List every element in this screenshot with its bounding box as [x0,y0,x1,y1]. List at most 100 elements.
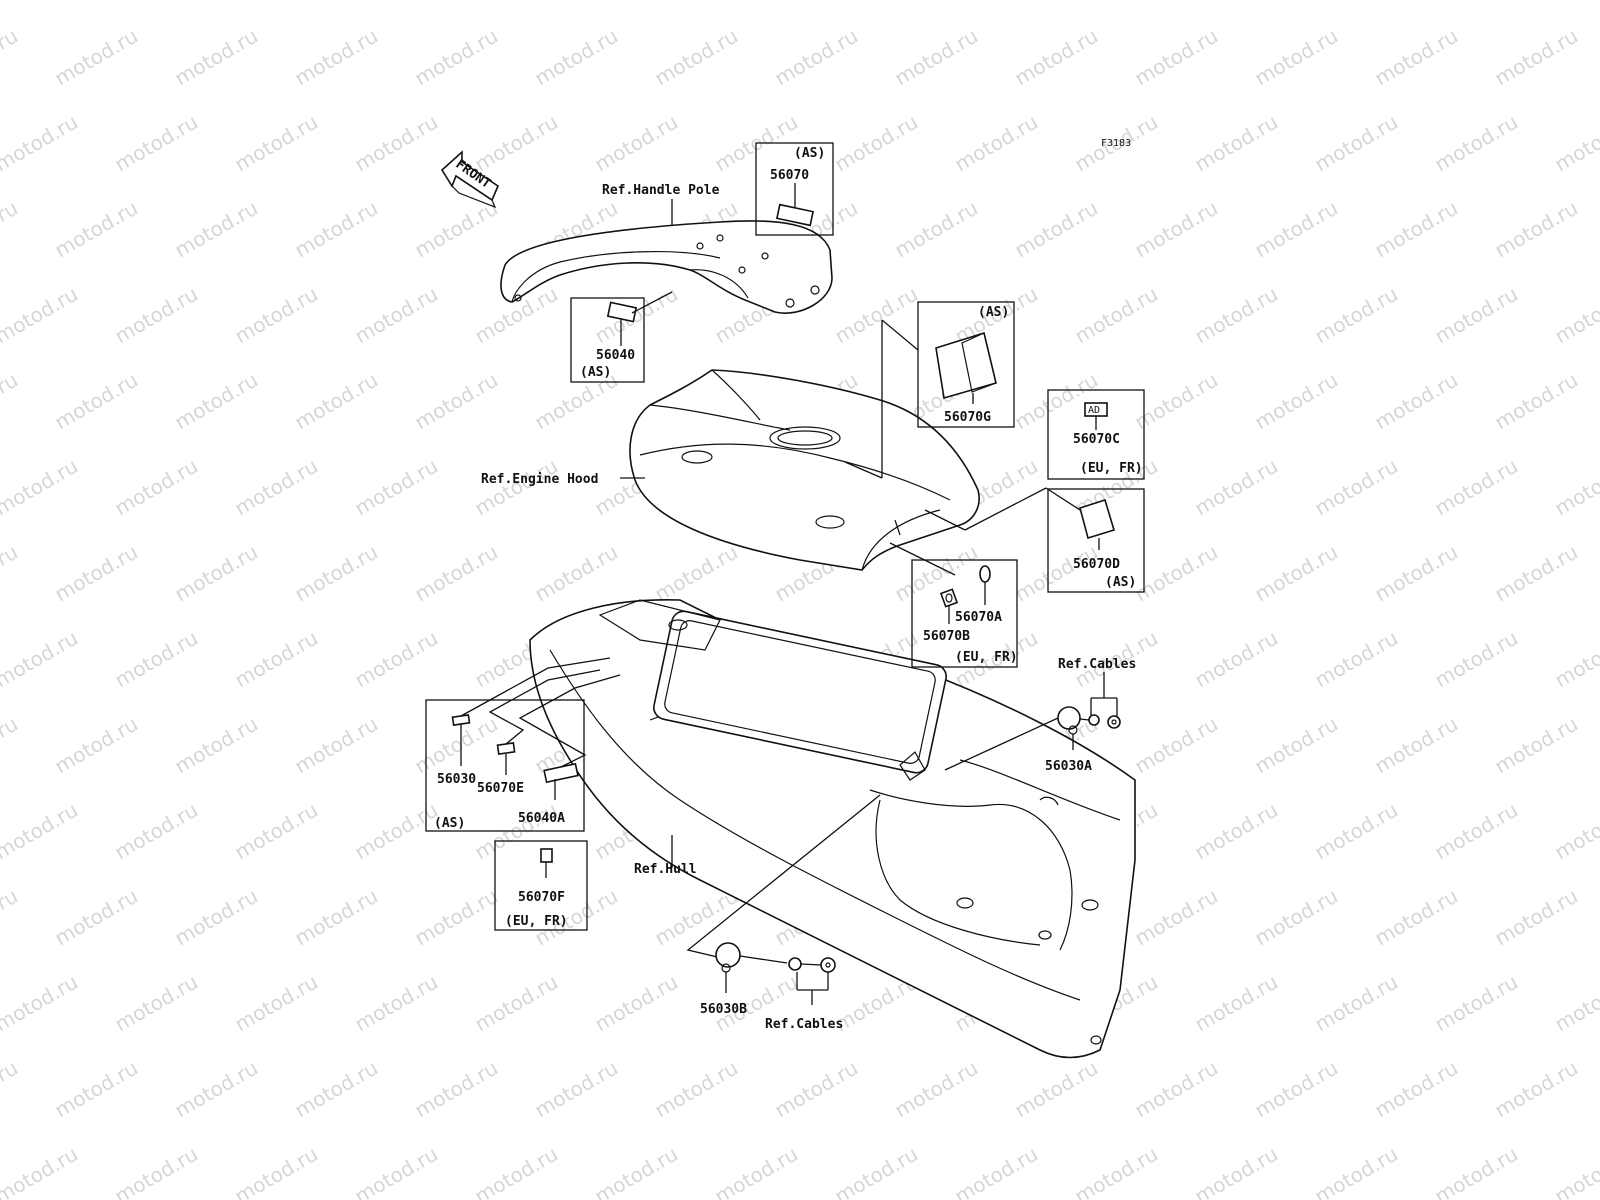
callout-56070F-part: 56070F [518,890,565,905]
callout-56070E-part: 56070E [477,781,524,796]
watermark-text: motod.ru [351,454,442,521]
watermark-text: motod.ru [291,712,382,779]
callout-56070C-part: 56070C [1073,432,1120,447]
decal-56070D [1079,498,1115,540]
watermark-text: motod.ru [891,196,982,263]
watermark-text: motod.ru [1551,798,1600,865]
watermark-text: motod.ru [1131,24,1222,91]
decal-56070B [939,588,959,608]
watermark-text: motod.ru [1371,196,1462,263]
watermark-text: motod.ru [1311,454,1402,521]
watermark-text: motod.ru [471,454,562,521]
watermark-text: motod.ru [111,1142,202,1200]
watermark-text: motod.ru [291,368,382,435]
watermark-text: motod.ru [1491,196,1582,263]
callout-56030-part: 56030 [437,772,476,787]
decal-56070E [496,742,516,755]
callout-56070D-part: 56070D [1073,557,1120,572]
watermark-text: motod.ru [171,24,262,91]
watermark-text: motod.ru [351,970,442,1037]
watermark-text: motod.ru [1311,1142,1402,1200]
watermark-text: motod.ru [0,798,82,865]
watermark-text: motod.ru [831,1142,922,1200]
watermark-text: motod.ru [831,110,922,177]
watermark-text: motod.ru [1431,110,1522,177]
watermark-text: motod.ru [591,0,682,4]
watermark-text: motod.ru [1551,626,1600,693]
watermark-text: motod.ru [1311,110,1402,177]
watermark-text: motod.ru [1251,884,1342,951]
watermark-text: motod.ru [1191,110,1282,177]
watermark-text: motod.ru [0,196,22,263]
watermark-text: motod.ru [351,282,442,349]
callout-56070-note: (AS) [794,146,825,161]
watermark-text: motod.ru [1491,1056,1582,1123]
decal-56040 [606,301,638,323]
callout-56040-part: 56040 [596,348,635,363]
watermark-text: motod.ru [171,196,262,263]
watermark-text: motod.ru [1071,1142,1162,1200]
watermark-text: motod.ru [231,798,322,865]
engine-hood-drawing [629,369,980,571]
watermark-text: motod.ru [51,884,142,951]
watermark-text: motod.ru [1371,712,1462,779]
ref-handle-pole: Ref.Handle Pole [602,183,720,198]
callout-56070D: 56070D (AS) [924,487,1145,593]
handle-pole-drawing [500,220,833,314]
decal-56070 [775,203,815,227]
watermark-text: motod.ru [1311,282,1402,349]
callout-56040-note: (AS) [580,365,611,380]
watermark-text: motod.ru [1191,626,1282,693]
watermark-text: motod.ru [1551,454,1600,521]
watermark-text: motod.ru [1191,1142,1282,1200]
watermark-text: motod.ru [1431,626,1522,693]
callout-56070: (AS) 56070 [755,142,834,236]
watermark-text: motod.ru [171,1056,262,1123]
ref-cables-right: Ref.Cables [1058,657,1136,672]
watermark-text: motod.ru [111,970,202,1037]
callout-56070C-note: (EU, FR) [1080,461,1143,476]
watermark-text: motod.ru [1311,0,1402,4]
watermark-text: motod.ru [231,0,322,4]
watermark-text: motod.ru [291,540,382,607]
watermark-text: motod.ru [1011,196,1102,263]
watermark-text: motod.ru [1431,0,1522,4]
watermark-text: motod.ru [111,798,202,865]
watermark-text: motod.ru [891,24,982,91]
watermark-text: motod.ru [591,970,682,1037]
watermark-text: motod.ru [0,626,82,693]
watermark-text: motod.ru [0,24,22,91]
watermark-text: motod.ru [291,884,382,951]
watermark-text: motod.ru [1431,970,1522,1037]
watermark-text: motod.ru [1551,0,1600,4]
watermark-text: motod.ru [531,1056,622,1123]
callout-56070B-part: 56070B [923,629,970,644]
watermark-text: motod.ru [171,884,262,951]
watermark-text: motod.ru [531,24,622,91]
watermark-text: motod.ru [831,0,922,4]
cable-cap-icon [1057,706,1081,730]
watermark-text: motod.ru [411,884,502,951]
callout-56070A-56070B: 56070A 56070B (EU, FR) [889,542,1018,668]
watermark-text: motod.ru [0,368,22,435]
watermark-text: motod.ru [1431,1142,1522,1200]
watermark-text: motod.ru [651,1056,742,1123]
callout-56040: 56040 (AS) [570,291,673,383]
watermark-text: motod.ru [411,196,502,263]
watermark-text: motod.ru [1251,712,1342,779]
watermark-text: motod.ru [111,282,202,349]
watermark-text: motod.ru [0,1056,22,1123]
watermark-text: motod.ru [231,1142,322,1200]
callout-56030-group: 56030 56070E 56040A (AS) [425,657,621,832]
cable-cap-icon-bottom [715,942,741,968]
watermark-text: motod.ru [1371,1056,1462,1123]
watermark-text: motod.ru [0,1142,82,1200]
watermark-text: motod.ru [1191,798,1282,865]
decal-56070A [979,565,991,583]
watermark-text: motod.ru [231,282,322,349]
watermark-text: motod.ru [471,1142,562,1200]
callout-56070C: AD 56070C (EU, FR) [1047,389,1145,480]
watermark-text: motod.ru [1491,712,1582,779]
watermark-text: motod.ru [1191,454,1282,521]
watermark-text: motod.ru [1251,540,1342,607]
